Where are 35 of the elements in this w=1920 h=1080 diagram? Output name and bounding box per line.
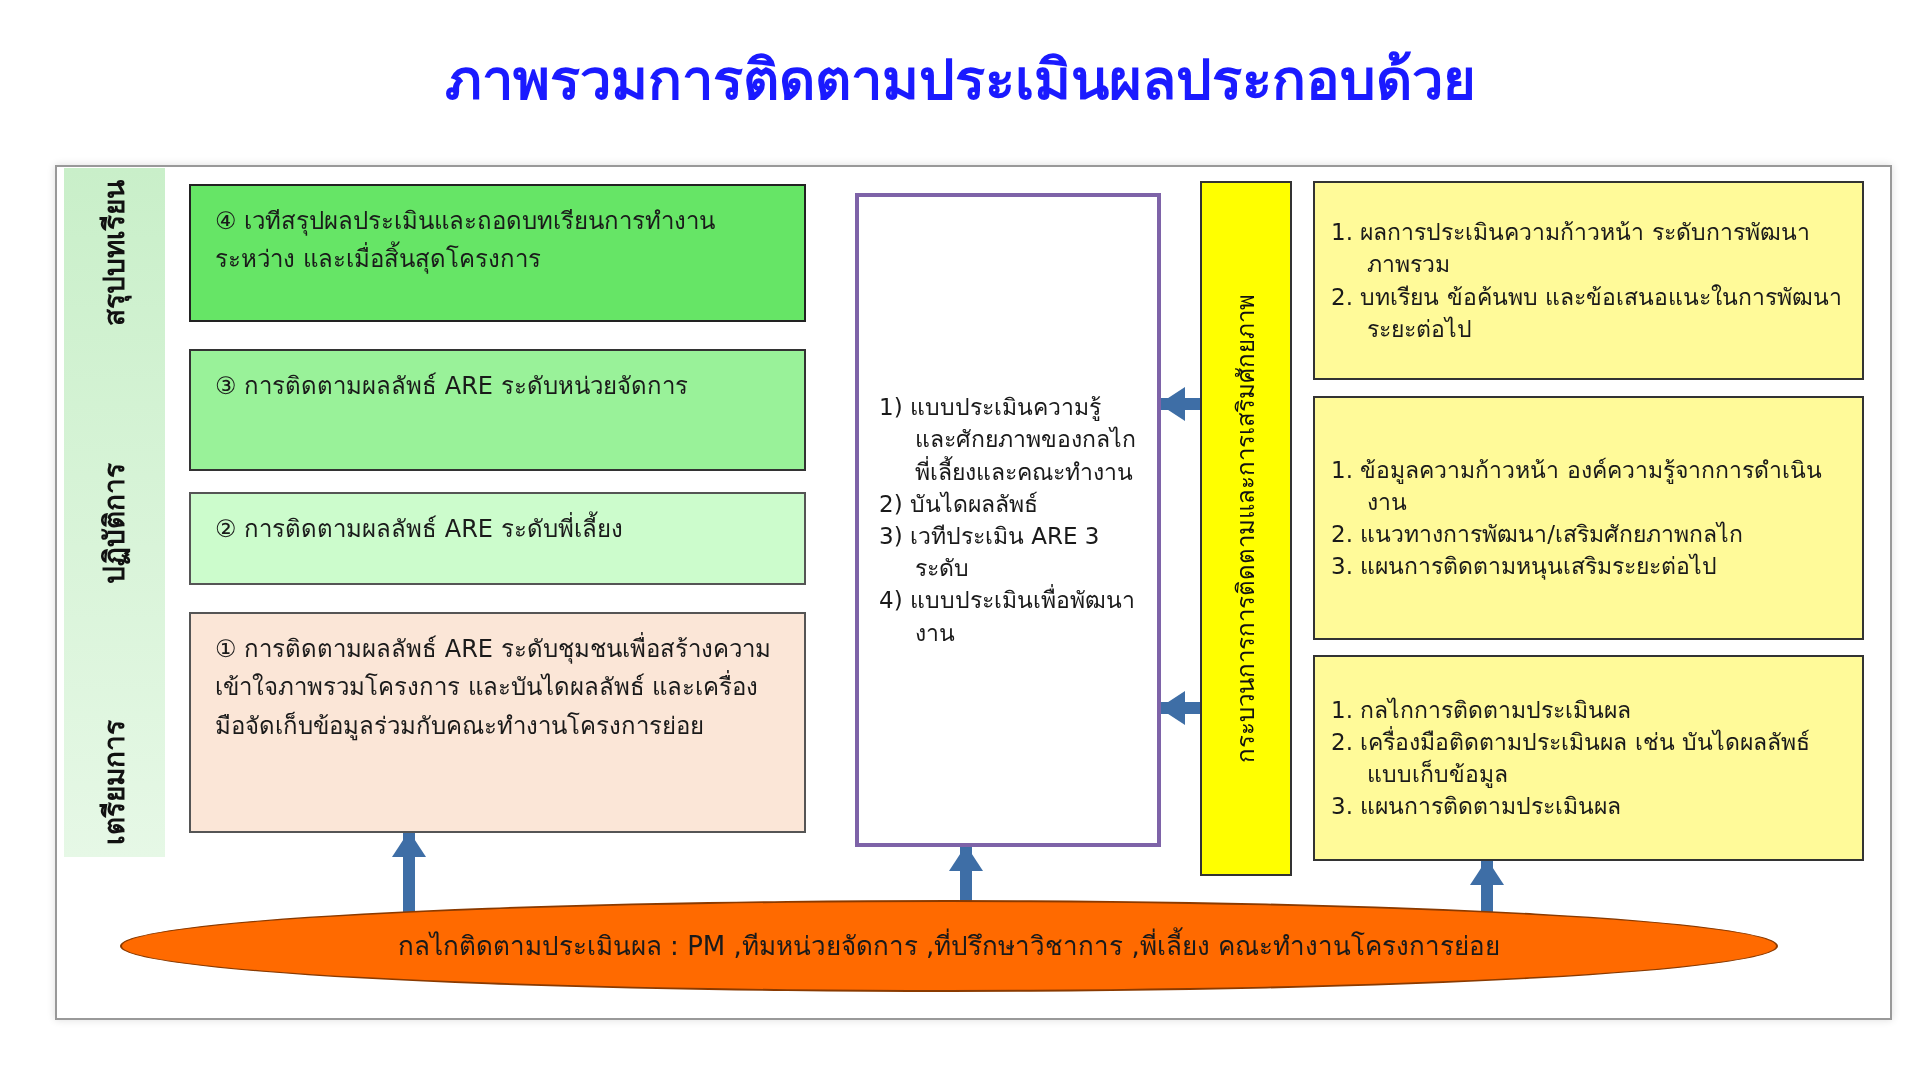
stage-band	[64, 168, 165, 857]
list-item: 3) เวทีประเมิน ARE 3 ระดับ	[879, 522, 1101, 584]
block-arrow	[392, 831, 426, 913]
output-box	[1313, 396, 1864, 640]
box-text: ② การติดตามผลลัพธ์ ARE ระดับพี่เลี้ยง	[215, 510, 780, 549]
list-item: 2. เครื่องมือติดตามประเมินผล เช่น บันไดผลลัพธ์ แบบเก็บข้อมูล	[1331, 725, 1811, 790]
block-arrow	[1470, 859, 1504, 912]
stage-label: สรุปบทเรียน	[100, 180, 129, 326]
process-bar	[1200, 181, 1292, 876]
list-item: 1. ผลการประเมินความก้าวหน้า ระดับการพัฒนาภาพรวม	[1331, 218, 1811, 280]
list-item: 3. แผนการติดตามหนุนเสริมระยะต่อไป	[1331, 552, 1719, 582]
stage-box	[189, 184, 806, 322]
list-item: 2) บันไดผลลัพธ์	[879, 489, 1039, 519]
list-item: 1. กลไกการติดตามประเมินผล	[1331, 695, 1633, 725]
stage-box	[189, 492, 806, 585]
title: ภาพรวมการติดตามประเมินผลประกอบด้วย	[443, 46, 1477, 114]
list-item: 1. ข้อมูลความก้าวหน้า องค์ความรู้จากการดำเนินงาน	[1331, 455, 1823, 517]
tools-box	[855, 193, 1161, 847]
box-text: ④ เวทีสรุปผลประเมินและถอดบทเรียนการทำงานระหว่าง และเมื่อสิ้นสุดโครงการ	[215, 206, 717, 276]
block-arrow	[949, 845, 983, 901]
list-item: 1) แบบประเมินความรู้และศักยภาพของกลไกพี่เลี้ยงและคณะทำงาน	[879, 393, 1137, 487]
stage-box	[189, 349, 806, 471]
box-text: ③ การติดตามผลลัพธ์ ARE ระดับหน่วยจัดการ	[215, 371, 689, 402]
process-label: กระบวนการการติดตามและการเสริมศักยภาพ	[1234, 294, 1258, 763]
stage-box	[189, 612, 806, 833]
list-item: 4) แบบประเมินเพื่อพัฒนางาน	[879, 584, 1137, 649]
output-box	[1313, 181, 1864, 380]
list-item: 2. บทเรียน ข้อค้นพบ และข้อเสนอแนะในการพัฒนาระยะต่อไป	[1331, 282, 1843, 344]
output-box	[1313, 655, 1864, 861]
list-item: 2. แนวทางการพัฒนา/เสริมศักยภาพกลไก	[1331, 520, 1744, 549]
stage-label: ปฏิบัติการ	[100, 462, 129, 584]
box-text: ① การติดตามผลลัพธ์ ARE ระดับชุมชนเพื่อสร้างความเข้าใจภาพรวมโครงการ และบันไดผลลัพธ์ และเครื่องมือจัดเก็บข้อมูลร่วมกับคณะทำงานโครงการย่อย	[215, 630, 780, 746]
list-item: 3. แผนการติดตามประเมินผล	[1331, 792, 1623, 822]
stage-label: เตรียมการ	[100, 720, 129, 845]
ellipse-label: กลไกติดตามประเมินผล : PM ,ทีมหน่วยจัดการ ,ที่ปรึกษาวิชาการ ,พี่เลี้ยง คณะทำงานโครงการย่อย	[357, 926, 1541, 966]
